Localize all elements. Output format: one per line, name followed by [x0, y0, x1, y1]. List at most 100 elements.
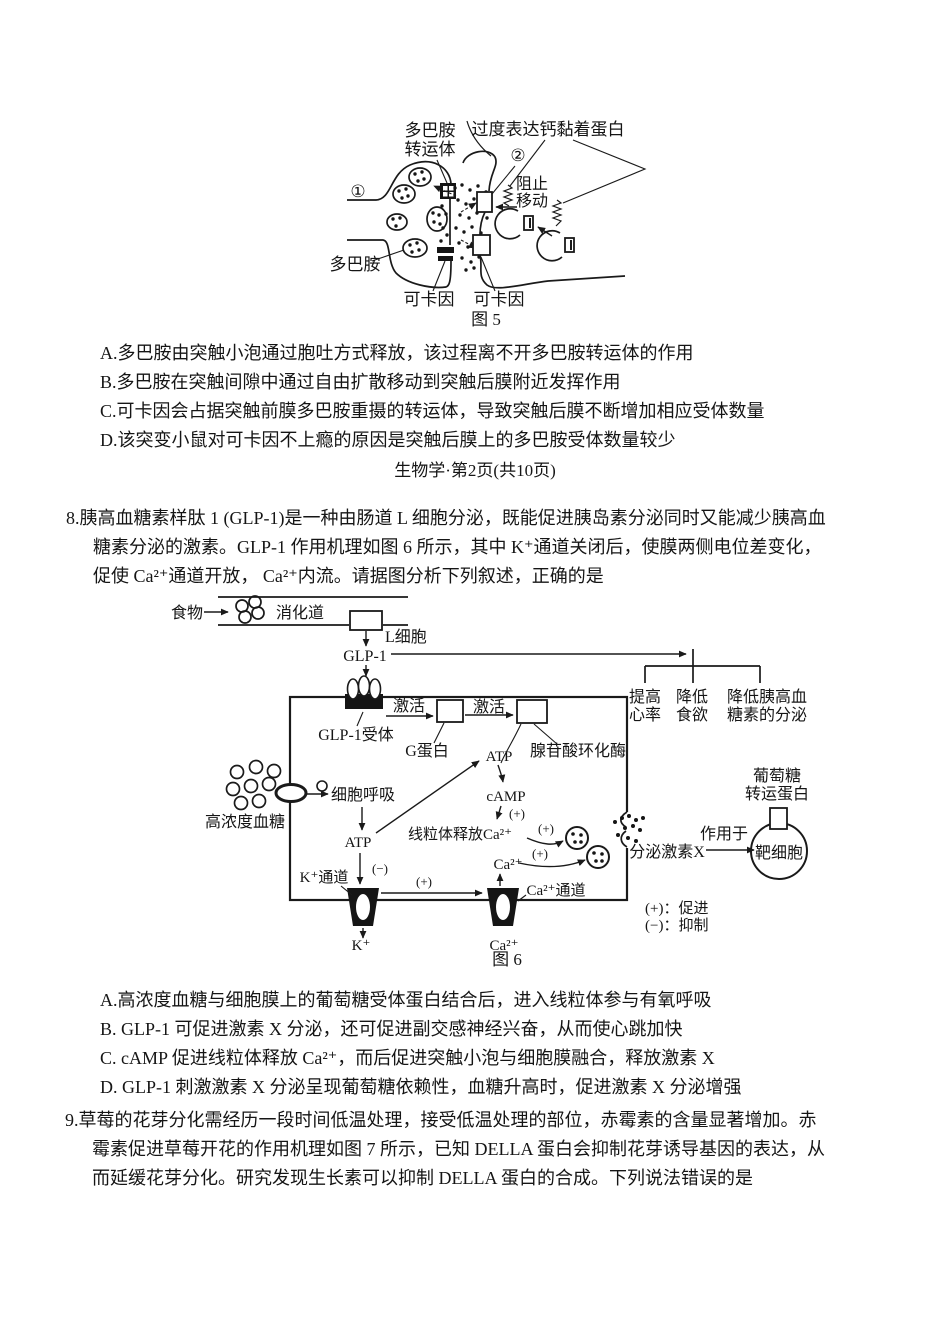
q8-option-d: D. GLP-1 刺激激素 X 分泌呈现葡萄糖依赖性，血糖升高时，促进激素 X …	[100, 1077, 742, 1097]
leader-lines	[371, 139, 647, 292]
fig5-label-transporter-line1: 多巴胺	[405, 121, 456, 140]
glp1-receptor	[345, 675, 383, 727]
adenylate-cyclase-box	[516, 699, 548, 724]
free-receptor-1	[494, 207, 534, 240]
figure6-glp1-diagram: 食物 消化道 L细胞 GLP-1 提高 心率 降低 食欲 降低胰高血 糖素的分泌…	[171, 595, 809, 969]
fig5-label-cocaine-right: 可卡因	[474, 290, 525, 309]
fig6-label-glp1-receptor: GLP-1受体	[318, 726, 394, 744]
fig6-label-plus-camp: (+)	[509, 806, 525, 821]
q8-option-c: C. cAMP 促进线粒体释放 Ca²⁺，而后促进突触小泡与细胞膜融合，释放激素…	[100, 1048, 715, 1068]
fig6-label-ca-in: Ca²⁺	[493, 857, 522, 873]
fig6-label-high-glucose: 高浓度血糖	[205, 813, 285, 831]
fig6-label-appetite-line1: 降低	[676, 688, 708, 706]
fig6-label-k-channel: K⁺通道	[300, 869, 349, 886]
fig5-label-num1: ①	[350, 182, 365, 201]
fig6-label-act-on: 作用于	[700, 825, 748, 843]
ca-channel	[487, 888, 527, 926]
fig6-label-heart-line2: 心率	[629, 706, 661, 724]
vesicle-dopamine-dots	[391, 170, 449, 254]
glucose-carrier	[274, 783, 308, 803]
question9-stem: 9.草莓的花芽分化需经历一段时间低温处理，接受低温处理的部位，赤霉素的含量显著增…	[65, 1106, 825, 1193]
presynaptic-terminal	[347, 160, 452, 289]
postsynaptic-membrane	[462, 120, 626, 289]
fig6-label-food: 食物	[171, 604, 203, 622]
fig6-label-glucagon-line1: 降低胰高血	[727, 688, 807, 706]
fig6-label-activate1: 激活	[393, 697, 425, 715]
fig6-label-plus-ca: (+)	[532, 846, 548, 861]
question7-options: A.多巴胺由突触小泡通过胞吐方式释放，该过程离不开多巴胺转运体的作用 B.多巴胺…	[100, 339, 765, 455]
atp-to-camp-arrow	[497, 764, 506, 783]
cadherin-spring-2	[551, 199, 563, 227]
q7-option-c: C.可卡因会占据突触前膜多巴胺重摄的转运体，导致突触后膜不断增加相应受体数量	[100, 401, 765, 421]
fig6-caption: 图 6	[492, 950, 522, 969]
fig6-label-target-cell: 靶细胞	[755, 844, 803, 862]
fig6-label-activate2: 激活	[473, 698, 505, 716]
fig5-label-block-line1: 阻止	[516, 175, 548, 193]
dopamine-transporter	[440, 183, 456, 199]
fig6-label-cell-respiration: 细胞呼吸	[331, 786, 395, 804]
glp1-routing	[391, 649, 761, 683]
fig6-label-adenylate-cyclase: 腺苷酸环化酶	[530, 742, 626, 760]
cyclase-catalysis-curve	[500, 723, 522, 764]
fig6-label-heart-line1: 提高	[629, 688, 661, 706]
q7-option-a: A.多巴胺由突触小泡通过胞吐方式释放，该过程离不开多巴胺转运体的作用	[100, 343, 694, 363]
membrane-fusion-gap	[619, 812, 635, 848]
camp-promote-arrow	[495, 805, 503, 820]
q8-line2: 糖素分泌的激素。GLP-1 作用机理如图 6 所示，其中 K⁺通道关闭后，使膜两…	[93, 537, 822, 557]
question8-stem: 8.胰高血糖素样肽 1 (GLP-1)是一种由肠道 L 细胞分泌，既能促进胰岛素…	[66, 504, 826, 591]
fig6-label-atp-upper: ATP	[486, 749, 513, 765]
q8-line3: 促使 Ca²⁺通道开放， Ca²⁺内流。请据图分析下列叙述，正确的是	[93, 566, 604, 586]
fig6-label-plus-mito: (+)	[538, 821, 554, 836]
q7-option-d: D.该突变小鼠对可卡因不上瘾的原因是突触后膜上的多巴胺受体数量较少	[100, 430, 676, 450]
fig6-label-glut-line2: 转运蛋白	[745, 785, 809, 803]
fig5-label-cocaine-left: 可卡因	[404, 290, 455, 309]
fig5-label-dopamine: 多巴胺	[330, 255, 381, 274]
q7-option-b: B.多巴胺在突触间隙中通过自由扩散移动到突触后膜附近发挥作用	[100, 372, 621, 392]
cleft-dopamine-dots	[453, 183, 489, 272]
fig6-label-glut-line1: 葡萄糖	[753, 767, 801, 785]
fig5-label-transporter-line2: 转运体	[405, 140, 456, 159]
q8-option-b: B. GLP-1 可促进激素 X 分泌，还可促进副交感神经兴奋，从而使心跳加快	[100, 1019, 683, 1039]
high-glucose-cluster	[225, 759, 282, 811]
fig6-label-camp: cAMP	[486, 789, 525, 805]
fig6-label-k-ion: K⁺	[352, 938, 371, 954]
receptor-move-arrow	[537, 226, 553, 237]
fig6-label-plus-k-to-ca: (+)	[416, 874, 432, 889]
page-footer: 生物学·第2页(共10页)	[394, 461, 556, 480]
digestive-tract	[218, 595, 408, 626]
question8-options: A.高浓度血糖与细胞膜上的葡萄糖受体蛋白结合后，进入线粒体参与有氧呼吸 B. G…	[100, 986, 742, 1102]
glucose-molecule	[316, 780, 328, 792]
fig6-label-glucagon-line2: 糖素的分泌	[727, 706, 807, 724]
postsynaptic-receptor-box-2	[472, 234, 491, 256]
q9-line1: 9.草莓的花芽分化需经历一段时间低温处理，接受低温处理的部位，赤霉素的含量显著增…	[65, 1110, 817, 1130]
blocked-transporter	[437, 247, 454, 261]
cadherin-spring-1	[502, 184, 514, 207]
fig6-label-mito-release: 线粒体释放Ca²⁺	[408, 826, 512, 843]
fig5-label-cadherin: 过度表达钙黏着蛋白	[472, 120, 625, 139]
q8-option-a: A.高浓度血糖与细胞膜上的葡萄糖受体蛋白结合后，进入线粒体参与有氧呼吸	[100, 990, 712, 1010]
q9-line2: 霉素促进草莓开花的作用机理如图 7 所示，已知 DELLA 蛋白会抑制花芽诱导基…	[92, 1139, 825, 1159]
q8-line1: 8.胰高血糖素样肽 1 (GLP-1)是一种由肠道 L 细胞分泌，既能促进胰岛素…	[66, 508, 826, 528]
fig6-label-ca-channel: Ca²⁺通道	[526, 882, 585, 899]
g-protein-leader	[433, 722, 445, 744]
free-receptor-2	[536, 229, 575, 262]
fig6-label-digestive-tract: 消化道	[276, 604, 324, 622]
atp-supply-arrow	[375, 760, 480, 834]
l-cell-box	[349, 610, 383, 631]
released-hormone-dots	[613, 814, 645, 843]
secretory-vesicles	[565, 826, 610, 869]
fig6-label-secrete-x: 分泌激素X	[629, 843, 705, 861]
mito-ca-promote-curve	[526, 837, 564, 848]
fig5-label-num2: ②	[510, 146, 525, 165]
fusion-lip-top	[620, 811, 628, 828]
diffusion-arrows	[433, 185, 477, 249]
fig6-label-l-cell: L细胞	[385, 628, 427, 646]
fig6-label-minus-k: (−)	[372, 861, 388, 876]
fig6-legend-minus: (−)：抑制	[645, 917, 708, 934]
cyclase-leader	[533, 723, 558, 745]
postsynaptic-receptor-box-1	[476, 191, 493, 213]
fig6-label-glp1: GLP-1	[343, 648, 387, 665]
fig6-label-appetite-line2: 食欲	[676, 706, 708, 724]
fig6-legend-plus: (+)：促进	[645, 900, 708, 917]
